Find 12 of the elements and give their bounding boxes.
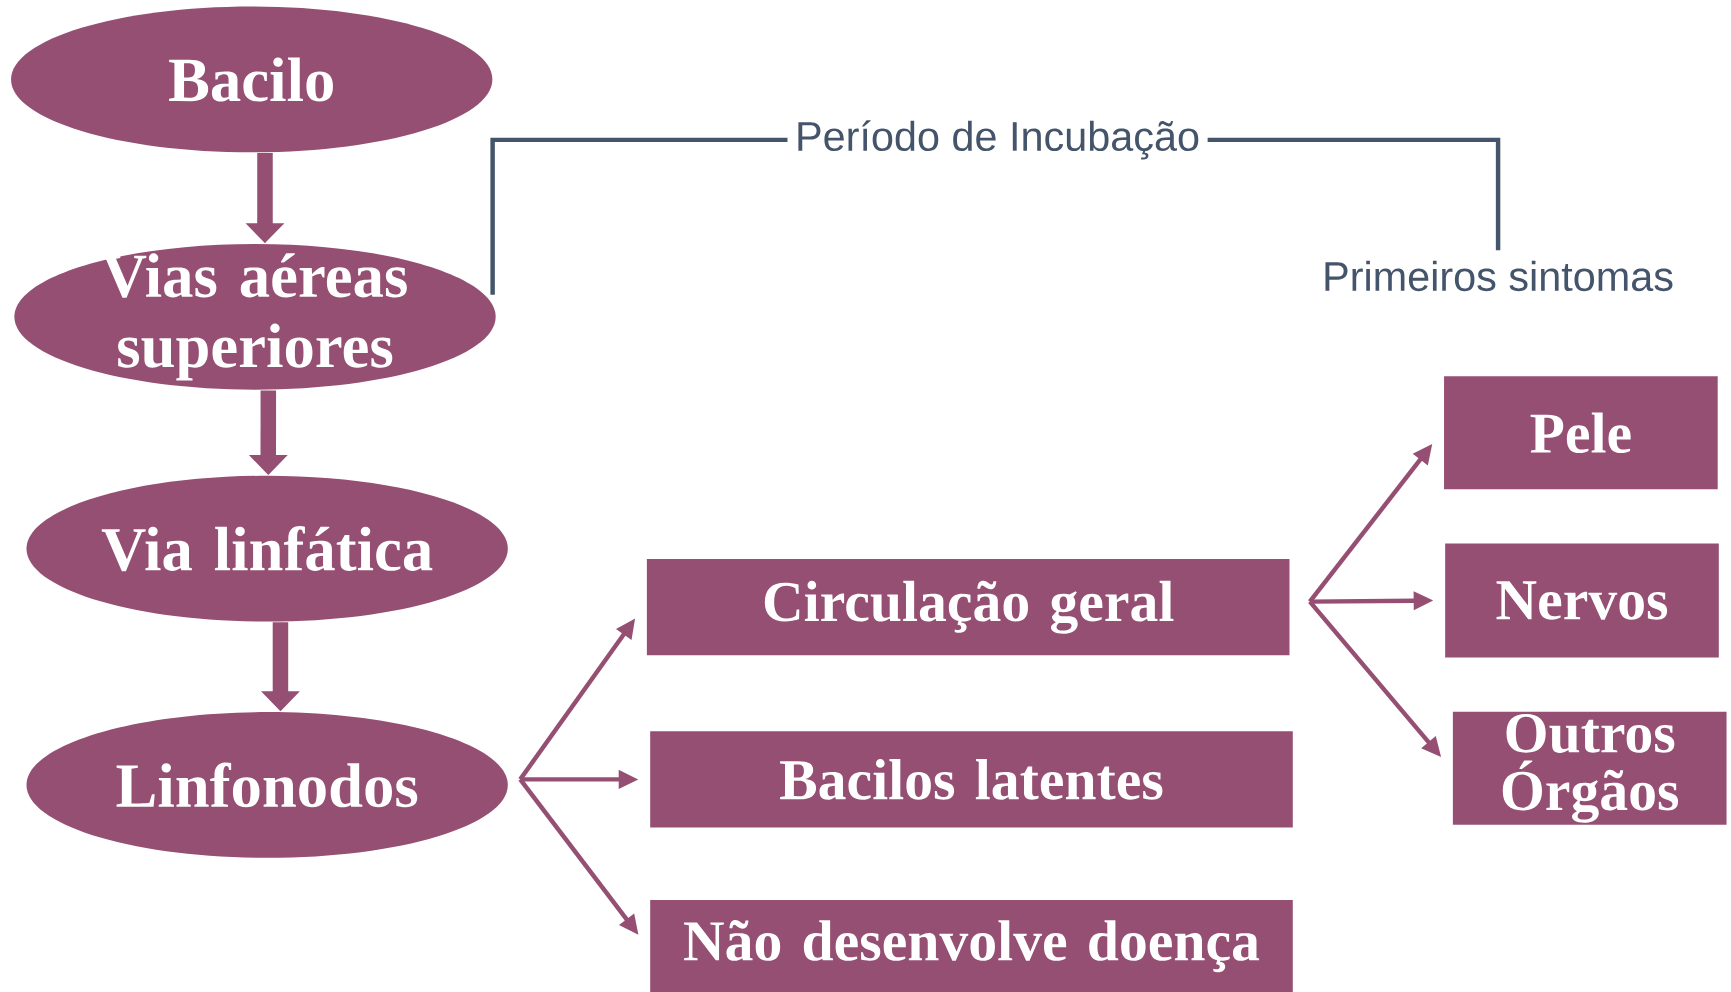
- process-box: Não desenvolve doença: [650, 899, 1293, 992]
- ellipse-node: Via linfática: [26, 475, 508, 622]
- process-box: Outros Órgãos: [1452, 711, 1727, 825]
- ellipse-node: Bacilo: [11, 6, 493, 153]
- ellipse-node: Vias aéreas superiores: [14, 243, 496, 390]
- ellipse-node: Linfonodos: [26, 711, 508, 858]
- process-box: Bacilos latentes: [650, 730, 1293, 828]
- annotation-text: Primeiros sintomas: [1325, 260, 1673, 291]
- process-box: Circulação geral: [646, 558, 1290, 656]
- process-box: Pele: [1444, 376, 1718, 489]
- edge-label: Período de Incubação: [787, 112, 1208, 167]
- process-box: Nervos: [1445, 543, 1719, 658]
